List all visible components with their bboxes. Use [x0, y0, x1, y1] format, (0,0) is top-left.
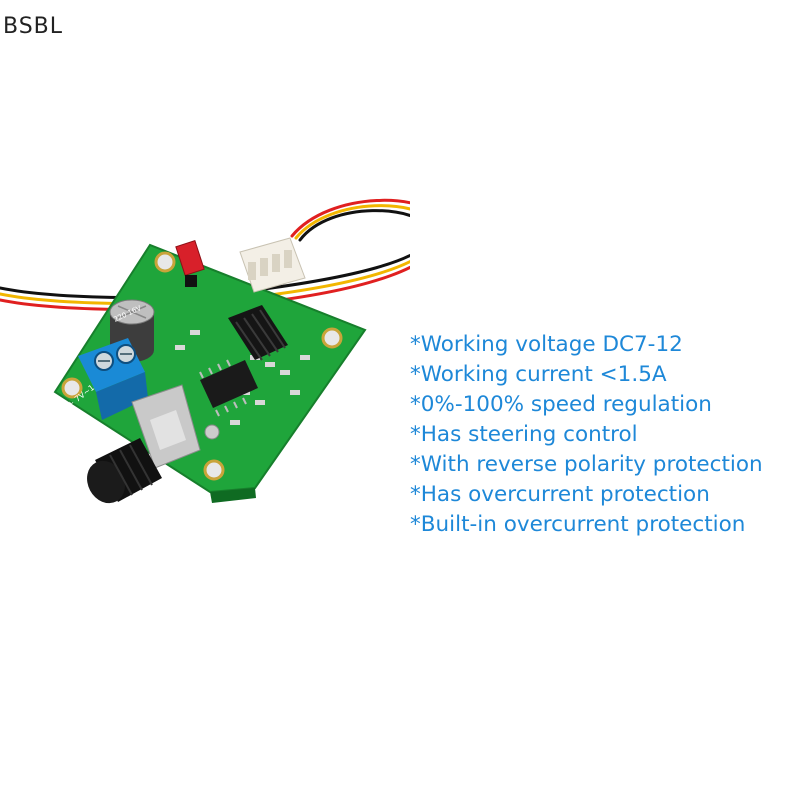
ic-chip	[199, 359, 258, 417]
mounting-hole	[321, 327, 343, 349]
potentiometer-knob	[87, 384, 220, 504]
jumper-header	[175, 240, 205, 287]
heatsink	[228, 305, 288, 361]
product-photo: + 7V~12V - 220 16V	[0, 198, 410, 504]
feature-item: *Working current <1.5A	[410, 362, 667, 387]
feature-item: *With reverse polarity protection	[410, 452, 763, 477]
feature-item: *0%-100% speed regulation	[410, 392, 712, 417]
screw-terminal	[78, 338, 148, 420]
feature-list: *Working voltage DC7-12 *Working current…	[410, 330, 763, 540]
mounting-hole	[203, 459, 225, 481]
feature-item: *Has overcurrent protection	[410, 482, 710, 507]
mounting-hole	[61, 377, 83, 399]
wire-connector	[239, 237, 306, 293]
feature-item: *Working voltage DC7-12	[410, 332, 683, 357]
feature-item: *Has steering control	[410, 422, 638, 447]
feature-item: *Built-in overcurrent protection	[410, 512, 746, 537]
brand-watermark: BSBL	[3, 14, 64, 39]
mounting-hole	[154, 251, 176, 273]
